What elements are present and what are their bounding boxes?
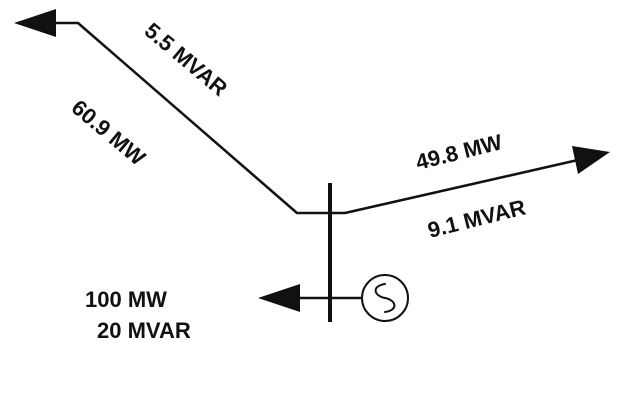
left-line-arrow-icon — [14, 9, 56, 37]
load-active-label: 100 MW — [85, 287, 167, 312]
left-line — [46, 21, 332, 215]
load-arrow-icon — [258, 284, 300, 312]
left-line-active-label: 60.9 MW — [67, 95, 151, 171]
load-reactive-label: 20 MVAR — [97, 318, 191, 343]
right-line-active-label: 49.8 MW — [413, 129, 505, 175]
right-line-arrow-icon — [572, 146, 610, 174]
right-line-reactive-label: 9.1 MVAR — [425, 194, 528, 242]
generator-icon — [361, 274, 409, 322]
right-line — [328, 158, 580, 215]
